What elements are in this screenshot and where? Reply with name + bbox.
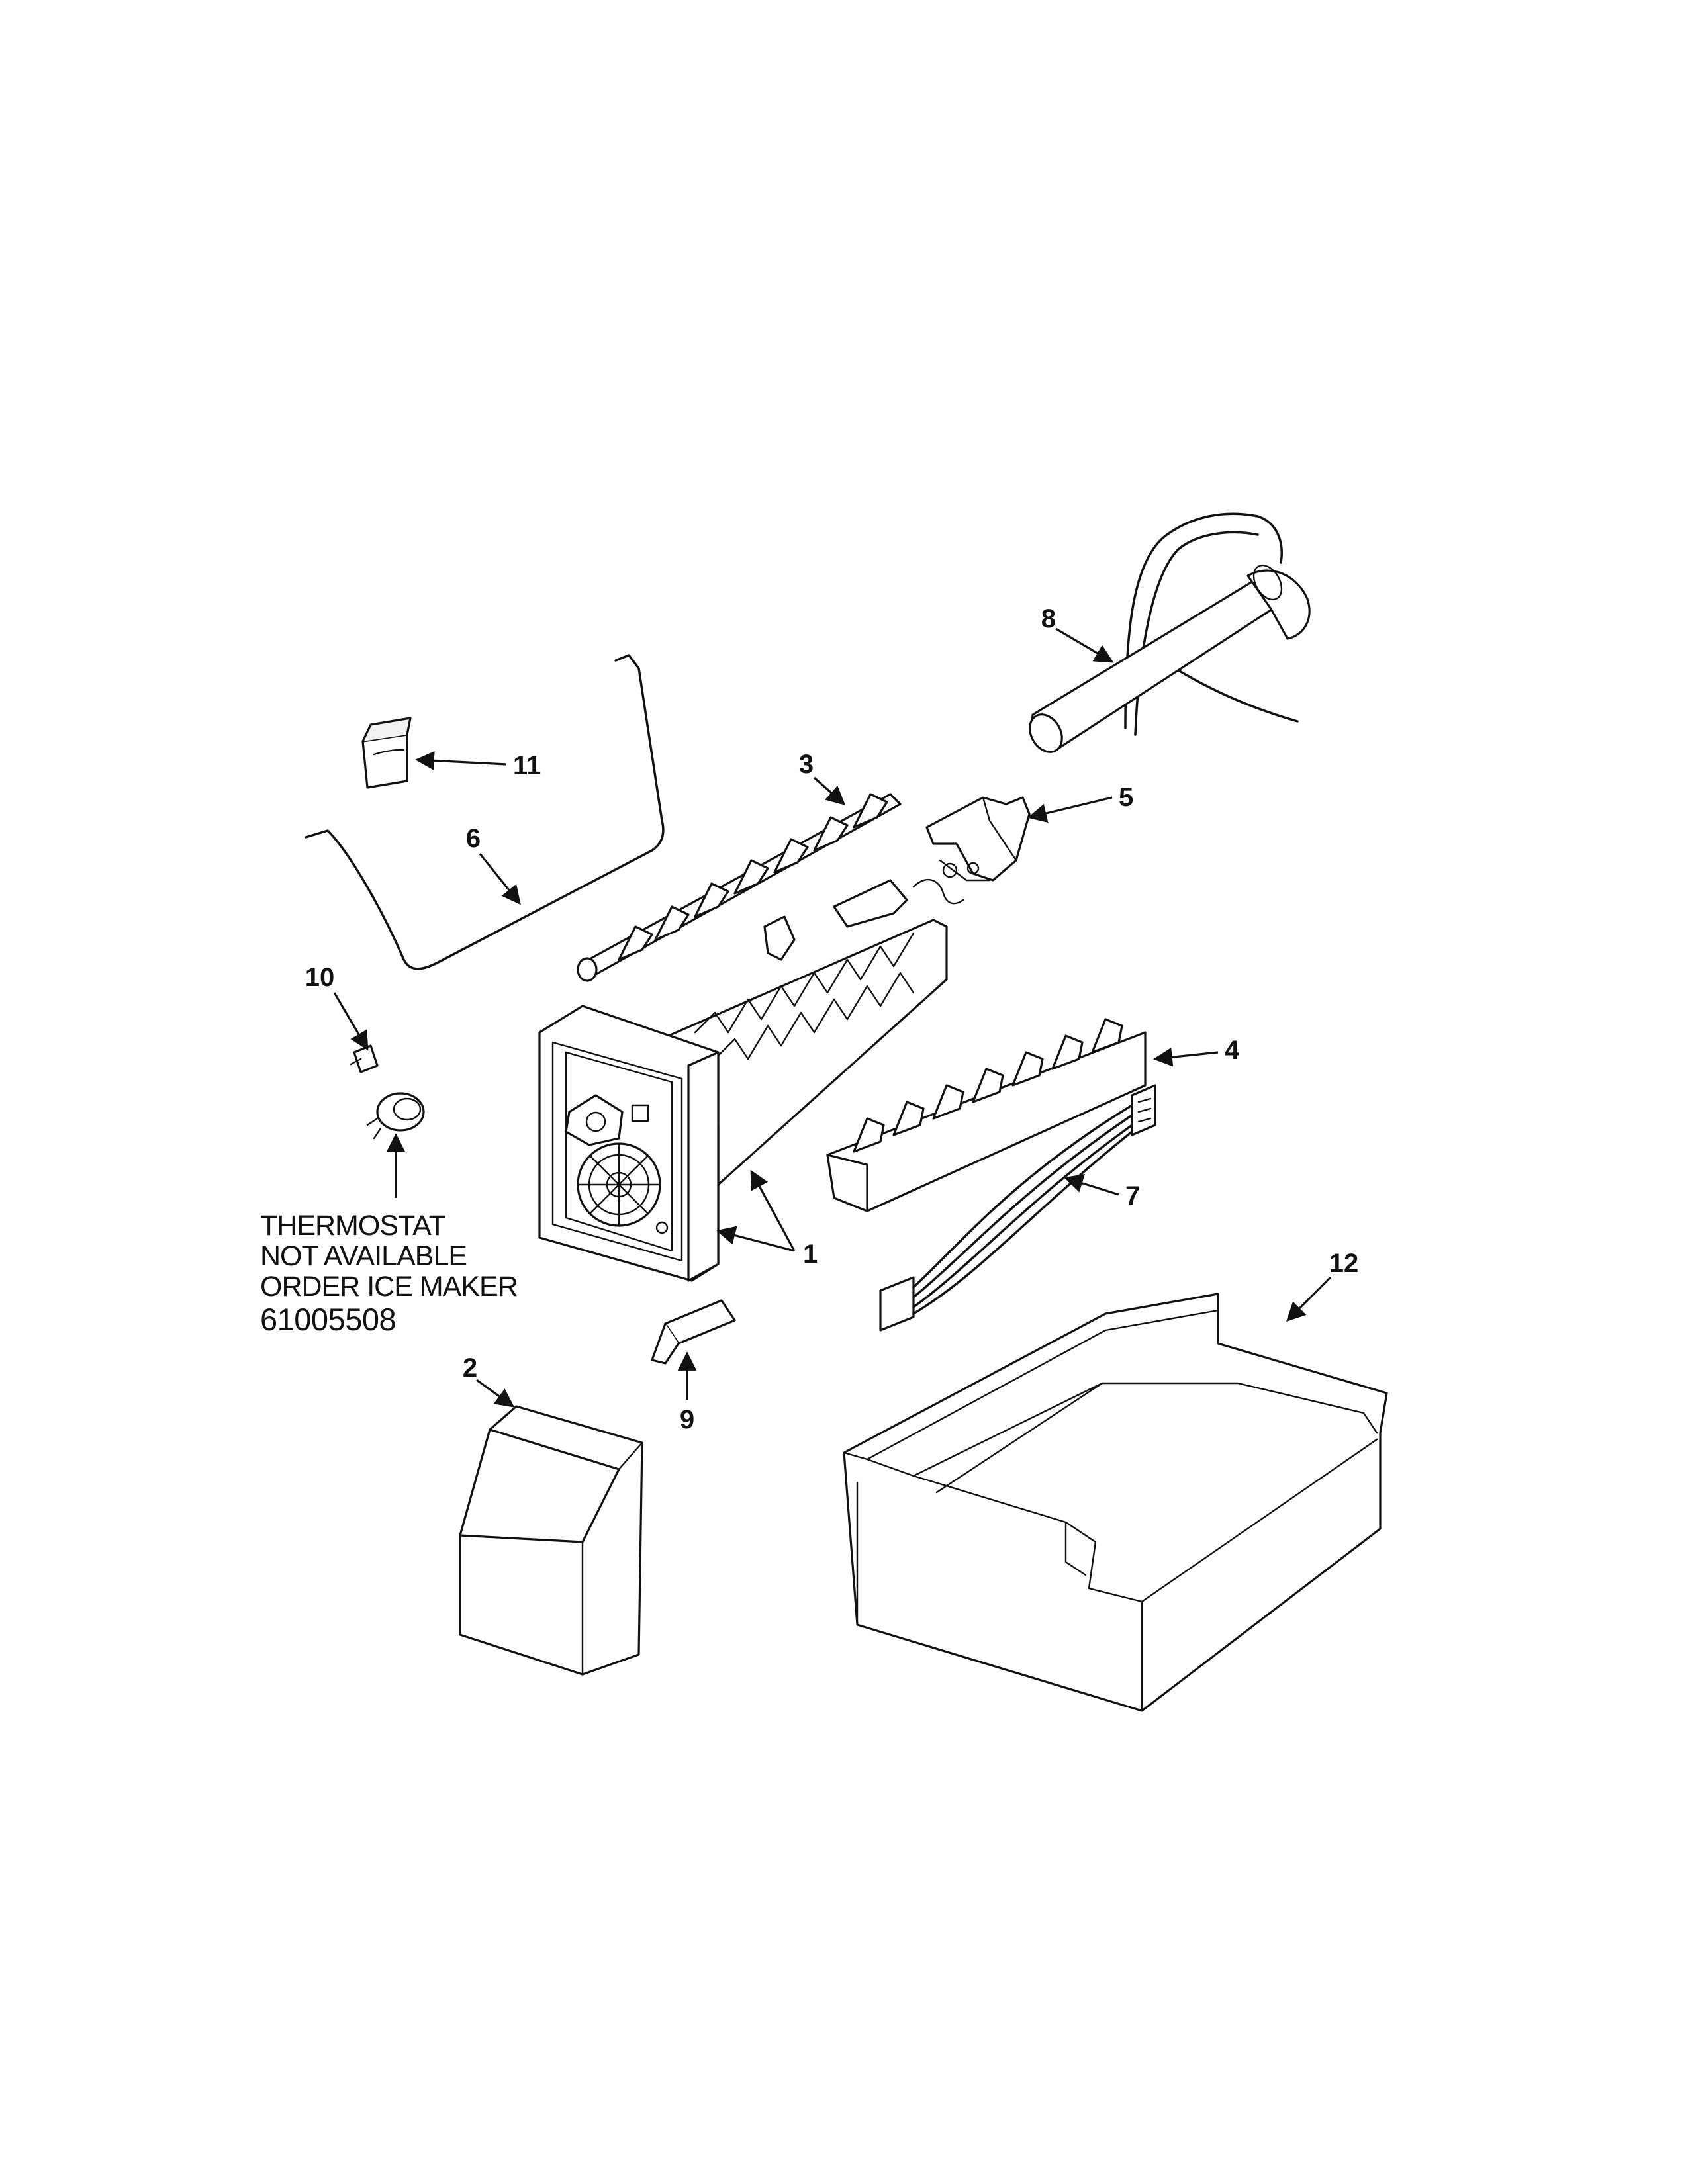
clip-part	[361, 717, 412, 789]
leader-1a	[716, 1226, 795, 1252]
note-line-3: ORDER ICE MAKER	[260, 1271, 518, 1302]
leader-2	[476, 1379, 515, 1408]
thermostat-part	[366, 1092, 425, 1140]
ice-maker-assembly-part	[538, 879, 964, 1282]
note-part-number: 61005508	[260, 1302, 396, 1337]
callout-7: 7	[1125, 1181, 1140, 1210]
fill-tube-part	[1029, 512, 1311, 753]
bracket-part-9	[651, 1299, 736, 1365]
callout-11: 11	[513, 751, 541, 780]
callout-9: 9	[680, 1405, 694, 1434]
leader-10	[333, 992, 369, 1051]
callout-10: 10	[305, 963, 335, 992]
ice-bucket-part	[843, 1293, 1388, 1712]
note-line-1: THERMOSTAT	[260, 1210, 446, 1242]
leader-7	[1064, 1173, 1119, 1196]
stripper-part	[826, 1018, 1147, 1212]
bracket-part-5	[925, 796, 1031, 882]
callout-4: 4	[1225, 1036, 1240, 1065]
ejector-part	[577, 793, 902, 982]
leader-1b	[750, 1169, 796, 1251]
callout-2: 2	[463, 1353, 477, 1383]
leader-6	[479, 853, 521, 905]
callout-8: 8	[1041, 604, 1056, 633]
note-line-2: NOT AVAILABLE	[260, 1240, 467, 1272]
thermostat-clip-part	[350, 1044, 379, 1073]
callout-1: 1	[803, 1240, 818, 1269]
shutoff-arm-wire-part	[305, 654, 665, 970]
leader-4	[1153, 1047, 1219, 1067]
callout-5: 5	[1119, 783, 1133, 812]
wire-harness-part	[879, 1084, 1156, 1332]
leader-3	[813, 776, 846, 805]
leader-12	[1286, 1276, 1332, 1322]
leader-11	[415, 751, 507, 770]
thermostat-note: THERMOSTAT NOT AVAILABLE ORDER ICE MAKER…	[260, 1210, 518, 1337]
leader-lines	[333, 627, 1332, 1408]
callout-3: 3	[799, 750, 814, 779]
front-cover-part	[459, 1405, 643, 1676]
leader-8	[1055, 627, 1114, 663]
callout-numbers: 8 11 6 3 5 4 7 1 10 9 2 12	[305, 604, 1359, 1434]
leader-5	[1027, 796, 1113, 823]
callout-12: 12	[1329, 1249, 1359, 1278]
callout-6: 6	[466, 824, 481, 853]
